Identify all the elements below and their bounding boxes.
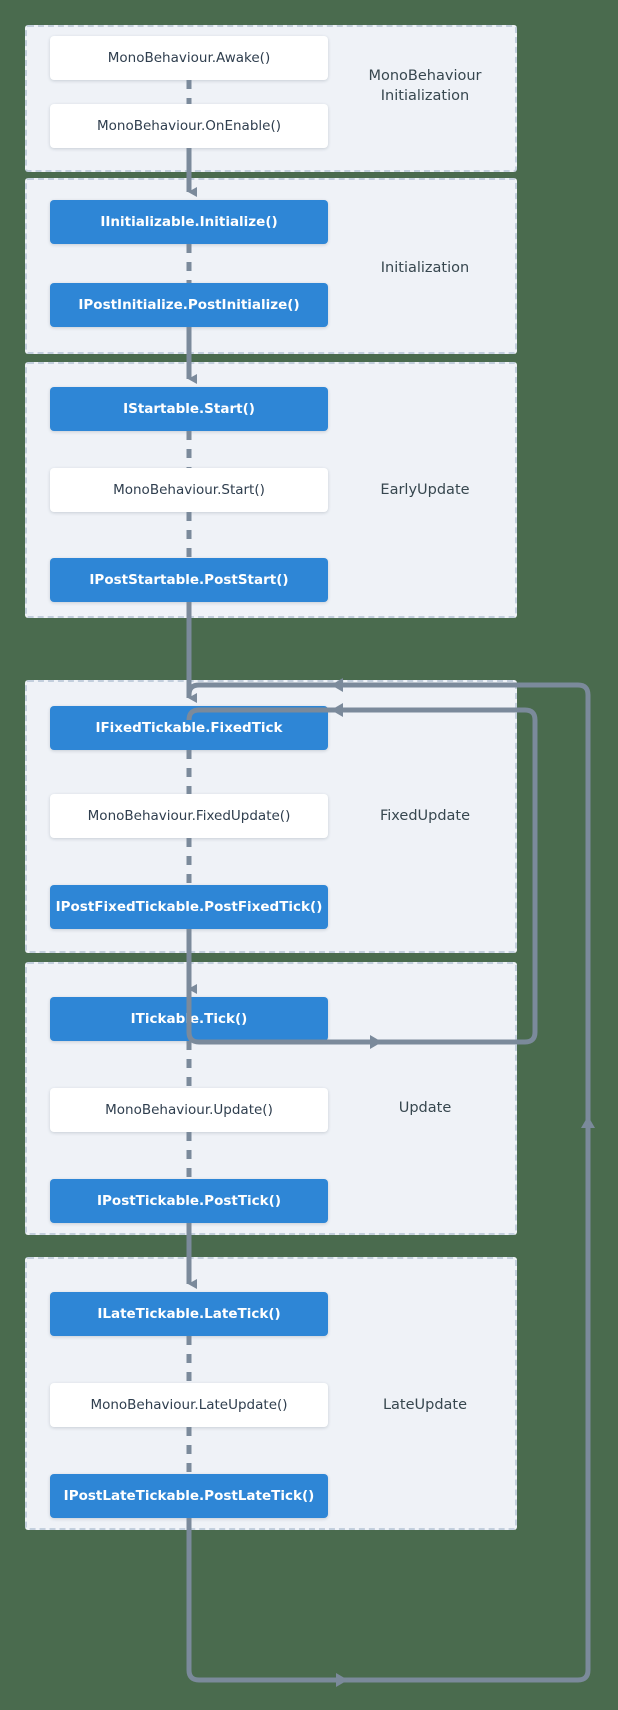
group-label-monobehaviour-initialization: MonoBehaviour Initialization: [345, 66, 505, 106]
node-ipostinitialize-postinitialize[interactable]: IPostInitialize.PostInitialize(): [50, 283, 328, 327]
loop-outer-arrowhead-up: [581, 1116, 595, 1128]
group-label-initialization: Initialization: [345, 258, 505, 278]
group-label-line-1: FixedUpdate: [379, 808, 471, 824]
loop-outer-arrowhead-bottom: [336, 1673, 348, 1687]
group-label-line-1: Initialization: [380, 260, 470, 276]
group-label-line-2: Initialization: [380, 88, 470, 104]
node-ilatetickable-latetick[interactable]: ILateTickable.LateTick(): [50, 1292, 328, 1336]
group-label-line-1: EarlyUpdate: [380, 482, 470, 498]
node-mb-onenable[interactable]: MonoBehaviour.OnEnable(): [50, 104, 328, 148]
node-ipostfixedtickable-postfixedtick[interactable]: IPostFixedTickable.PostFixedTick(): [50, 885, 328, 929]
group-label-line-1: Update: [398, 1100, 452, 1116]
node-iinitializable-initialize[interactable]: IInitializable.Initialize(): [50, 200, 328, 244]
node-mb-awake[interactable]: MonoBehaviour.Awake(): [50, 36, 328, 80]
node-ipoststartable-poststart[interactable]: IPostStartable.PostStart(): [50, 558, 328, 602]
node-mb-fixedupdate[interactable]: MonoBehaviour.FixedUpdate(): [50, 794, 328, 838]
node-ipostlatetickable-postlatetick[interactable]: IPostLateTickable.PostLateTick(): [50, 1474, 328, 1518]
group-label-update: Update: [345, 1098, 505, 1118]
node-mb-lateupdate[interactable]: MonoBehaviour.LateUpdate(): [50, 1383, 328, 1427]
node-istartable-start[interactable]: IStartable.Start(): [50, 387, 328, 431]
node-ifixedtickable-fixedtick[interactable]: IFixedTickable.FixedTick: [50, 706, 328, 750]
group-label-fixedupdate: FixedUpdate: [345, 806, 505, 826]
group-label-line-1: MonoBehaviour: [368, 68, 482, 84]
node-mb-update[interactable]: MonoBehaviour.Update(): [50, 1088, 328, 1132]
group-label-lateupdate: LateUpdate: [345, 1395, 505, 1415]
node-itickable-tick[interactable]: ITickable.Tick(): [50, 997, 328, 1041]
group-label-line-1: LateUpdate: [382, 1397, 468, 1413]
group-label-earlyupdate: EarlyUpdate: [345, 480, 505, 500]
node-mb-start[interactable]: MonoBehaviour.Start(): [50, 468, 328, 512]
node-iposttickable-posttick[interactable]: IPostTickable.PostTick(): [50, 1179, 328, 1223]
